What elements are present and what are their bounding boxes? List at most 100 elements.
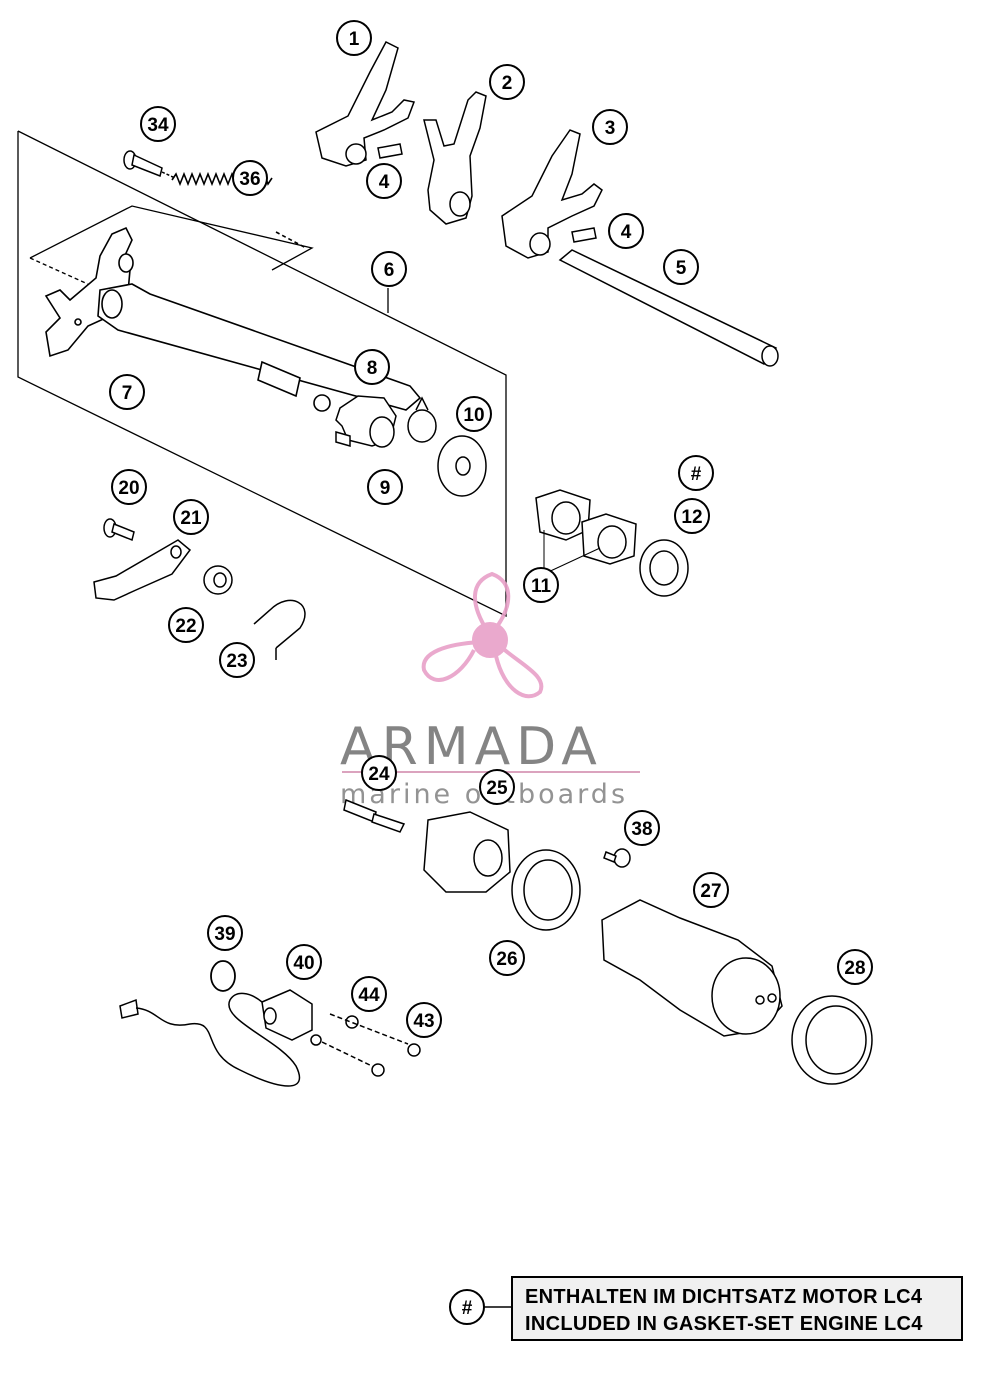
callout-circle bbox=[367, 469, 403, 505]
callout-circle bbox=[168, 607, 204, 643]
callout-20: 20 bbox=[111, 469, 147, 505]
callout-circle bbox=[173, 499, 209, 535]
legend-line-german: ENTHALTEN IM DICHTSATZ MOTOR LC4 bbox=[525, 1286, 923, 1308]
callout-circle bbox=[406, 1002, 442, 1038]
leaders-11 bbox=[543, 530, 601, 575]
part-8-9 bbox=[335, 395, 397, 448]
callout-44: 44 bbox=[351, 976, 387, 1012]
callout-label: 9 bbox=[380, 478, 391, 499]
callout-circle bbox=[678, 455, 714, 491]
callout-11: 11 bbox=[523, 567, 559, 603]
callout-circle bbox=[592, 109, 628, 145]
rod-5 bbox=[558, 249, 779, 367]
callout-10: 10 bbox=[456, 396, 492, 432]
callout-label: 20 bbox=[118, 478, 139, 499]
screw-38 bbox=[603, 848, 631, 868]
callout-label: 8 bbox=[367, 358, 378, 379]
shift-fork-3 bbox=[501, 129, 603, 259]
callout-label: 43 bbox=[413, 1011, 434, 1032]
callout-label: 10 bbox=[463, 405, 484, 426]
callout-label: 4 bbox=[621, 222, 632, 243]
callout-label: 44 bbox=[358, 985, 380, 1006]
seal-12 bbox=[639, 539, 689, 597]
callout-label: 24 bbox=[368, 764, 390, 785]
callout-24: 24 bbox=[361, 755, 397, 791]
callout-circle bbox=[489, 64, 525, 100]
callout-circle bbox=[207, 915, 243, 951]
callout-label: 11 bbox=[531, 576, 552, 597]
callout-3: 3 bbox=[592, 109, 628, 145]
callout-2: 2 bbox=[489, 64, 525, 100]
callout-circle bbox=[354, 349, 390, 385]
callout-label: 23 bbox=[226, 651, 247, 672]
legend-box: ENTHALTEN IM DICHTSATZ MOTOR LC4 INCLUDE… bbox=[511, 1276, 963, 1341]
oring-39 bbox=[210, 960, 236, 992]
callout-label: 38 bbox=[631, 819, 652, 840]
callout-circle bbox=[109, 374, 145, 410]
callout-circle bbox=[674, 498, 710, 534]
callout-circle bbox=[489, 940, 525, 976]
callout-label: 4 bbox=[379, 172, 390, 193]
shaft-assembly-outline bbox=[17, 130, 507, 618]
callout-5: 5 bbox=[663, 249, 699, 285]
callout-40: 40 bbox=[286, 944, 322, 980]
callout-43: 43 bbox=[406, 1002, 442, 1038]
legend-symbol-callout: # bbox=[449, 1289, 511, 1325]
callout-circle bbox=[351, 976, 387, 1012]
screws-43-44 bbox=[310, 1013, 421, 1077]
callout-layer: 1234456789103436#11122021222324252627283… bbox=[109, 20, 873, 1038]
callout-25: 25 bbox=[479, 769, 515, 805]
ring-28 bbox=[791, 995, 873, 1085]
callout-label: 3 bbox=[605, 118, 616, 139]
callout-circle bbox=[608, 213, 644, 249]
lever-assembly-20-23 bbox=[93, 518, 306, 660]
shift-fork-1 bbox=[315, 41, 416, 167]
callout-27: 27 bbox=[693, 872, 729, 908]
callout-6: 6 bbox=[371, 251, 407, 287]
gear-25 bbox=[423, 811, 511, 893]
callout-label: 12 bbox=[681, 507, 702, 528]
callout-34: 34 bbox=[140, 106, 176, 142]
callout-circle bbox=[361, 755, 397, 791]
shift-shaft-6-7 bbox=[44, 226, 422, 412]
callout-circle bbox=[479, 769, 515, 805]
callout-label: 5 bbox=[676, 258, 687, 279]
callout-circle bbox=[663, 249, 699, 285]
callout-circle bbox=[336, 20, 372, 56]
callout-label: 2 bbox=[502, 73, 513, 94]
callout-7: 7 bbox=[109, 374, 145, 410]
callout-circle bbox=[837, 949, 873, 985]
shift-fork-2 bbox=[423, 91, 487, 225]
callout-label: 36 bbox=[239, 169, 260, 190]
pins-4 bbox=[377, 143, 597, 243]
callout-circle bbox=[371, 251, 407, 287]
callout-circle bbox=[366, 163, 402, 199]
propeller-icon bbox=[421, 571, 544, 699]
clip-9 bbox=[407, 396, 437, 443]
callout-label: 28 bbox=[844, 958, 865, 979]
bearing-26 bbox=[511, 849, 581, 931]
callout-label: 39 bbox=[214, 924, 235, 945]
callout-28: 28 bbox=[837, 949, 873, 985]
callout-label: 34 bbox=[147, 115, 169, 136]
callout-12: 12 bbox=[674, 498, 710, 534]
callout-label: 25 bbox=[486, 778, 508, 799]
callout-4: 4 bbox=[366, 163, 402, 199]
callout-4: 4 bbox=[608, 213, 644, 249]
callout-circle bbox=[140, 106, 176, 142]
pin-34 bbox=[123, 150, 176, 179]
washer-10 bbox=[437, 435, 487, 497]
callout-21: 21 bbox=[173, 499, 209, 535]
callout-23: 23 bbox=[219, 642, 255, 678]
callout-circle bbox=[624, 810, 660, 846]
callout-label: 26 bbox=[496, 949, 517, 970]
callout-36: 36 bbox=[232, 160, 268, 196]
callout-label: 7 bbox=[122, 383, 133, 404]
callout-26: 26 bbox=[489, 940, 525, 976]
callout-hash: # bbox=[678, 455, 714, 491]
bearings-11 bbox=[535, 489, 637, 565]
shift-drum-27 bbox=[601, 899, 783, 1037]
callout-label: 6 bbox=[384, 260, 395, 281]
sensor-40 bbox=[119, 989, 313, 1087]
